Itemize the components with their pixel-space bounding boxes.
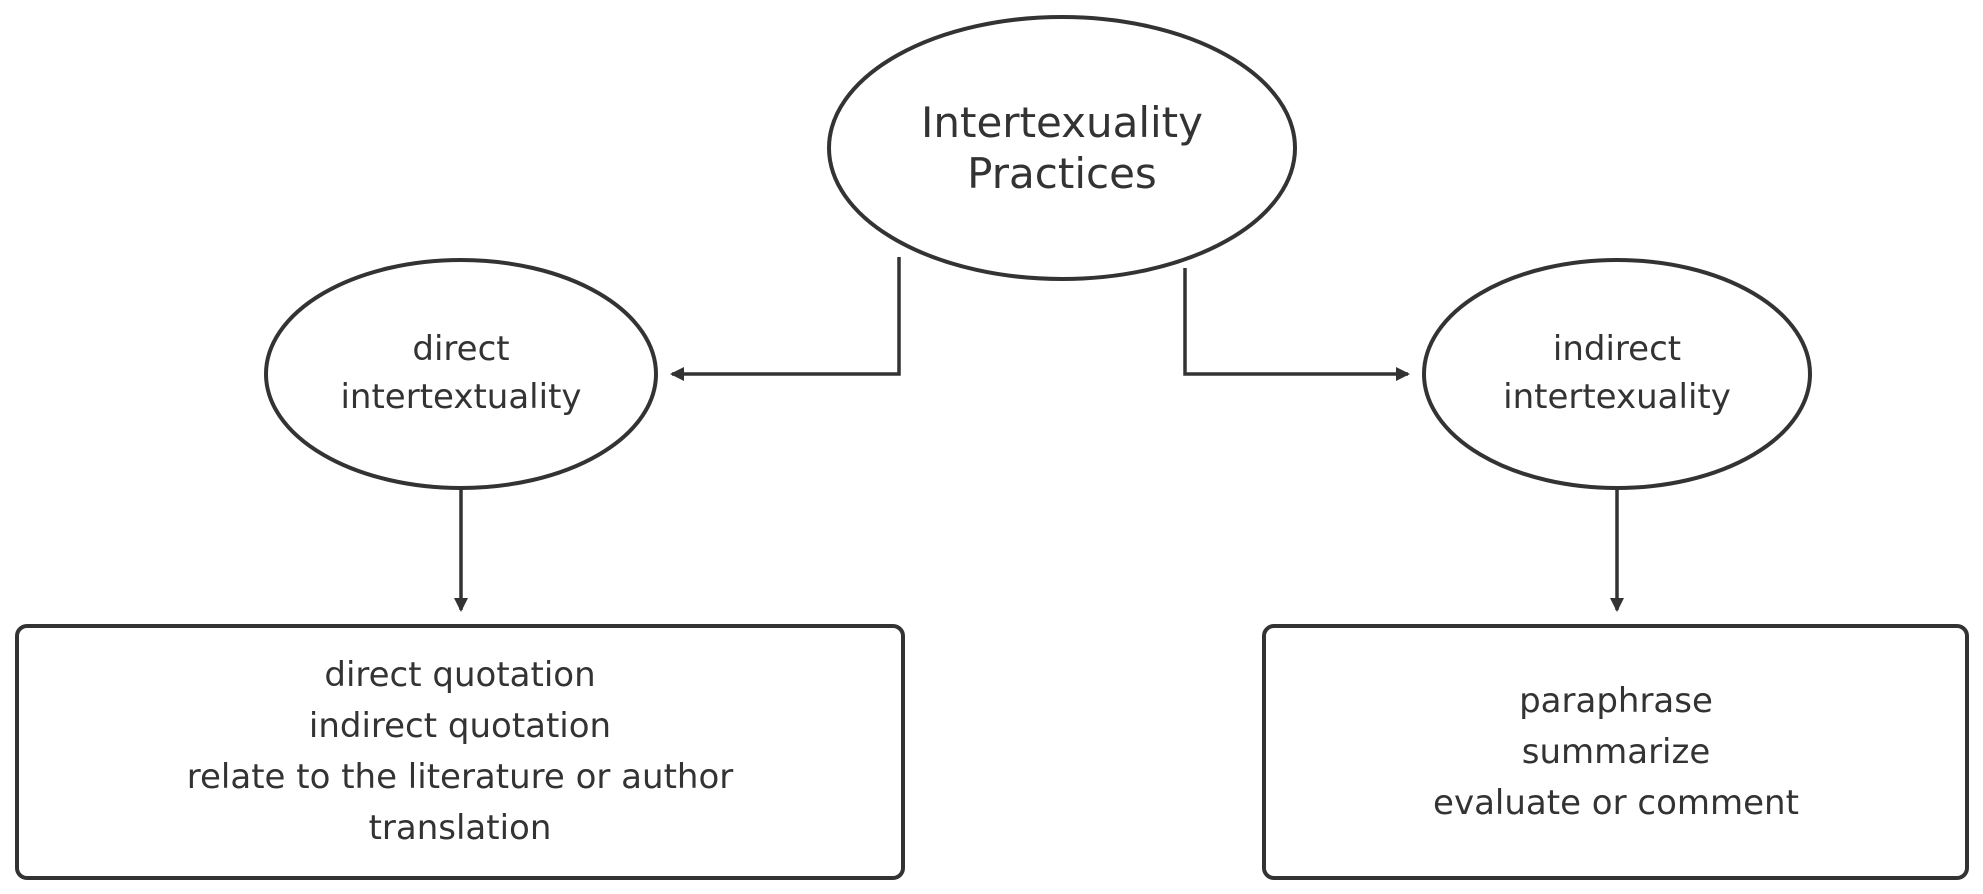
indirect-item: paraphrase	[1519, 680, 1713, 721]
root-label-line-1: Intertexuality	[920, 97, 1204, 147]
indirect-label-line-1: indirect	[1552, 329, 1682, 370]
indirect-items-box	[1262, 624, 1969, 880]
direct-item: indirect quotation	[308, 706, 612, 746]
root-ellipse	[827, 15, 1297, 281]
root-label-line-2: Practices	[967, 149, 1157, 198]
indirect-items-list: paraphrase summarize evaluate or comment	[1276, 640, 1956, 864]
indirect-intertexuality-label: indirect intertexuality	[1442, 310, 1792, 438]
direct-items-list: direct quotation indirect quotation rela…	[30, 640, 890, 864]
direct-intertextuality-label: direct intertextuality	[286, 310, 636, 438]
root-to-direct-connector	[670, 257, 901, 381]
indirect-item: summarize	[1521, 731, 1711, 772]
direct-item: direct quotation	[324, 655, 596, 695]
direct-items-box	[15, 624, 905, 880]
root-to-indirect-connector	[1183, 268, 1410, 381]
indirect-item: evaluate or comment	[1433, 782, 1799, 823]
direct-label-line-1: direct	[412, 329, 510, 370]
direct-item: relate to the literature or author	[186, 757, 734, 797]
indirect-label-line-2: intertexuality	[1503, 377, 1731, 417]
direct-item: translation	[368, 808, 552, 848]
root-label: Intertexuality Practices	[847, 60, 1277, 236]
direct-label-line-2: intertextuality	[340, 377, 582, 417]
